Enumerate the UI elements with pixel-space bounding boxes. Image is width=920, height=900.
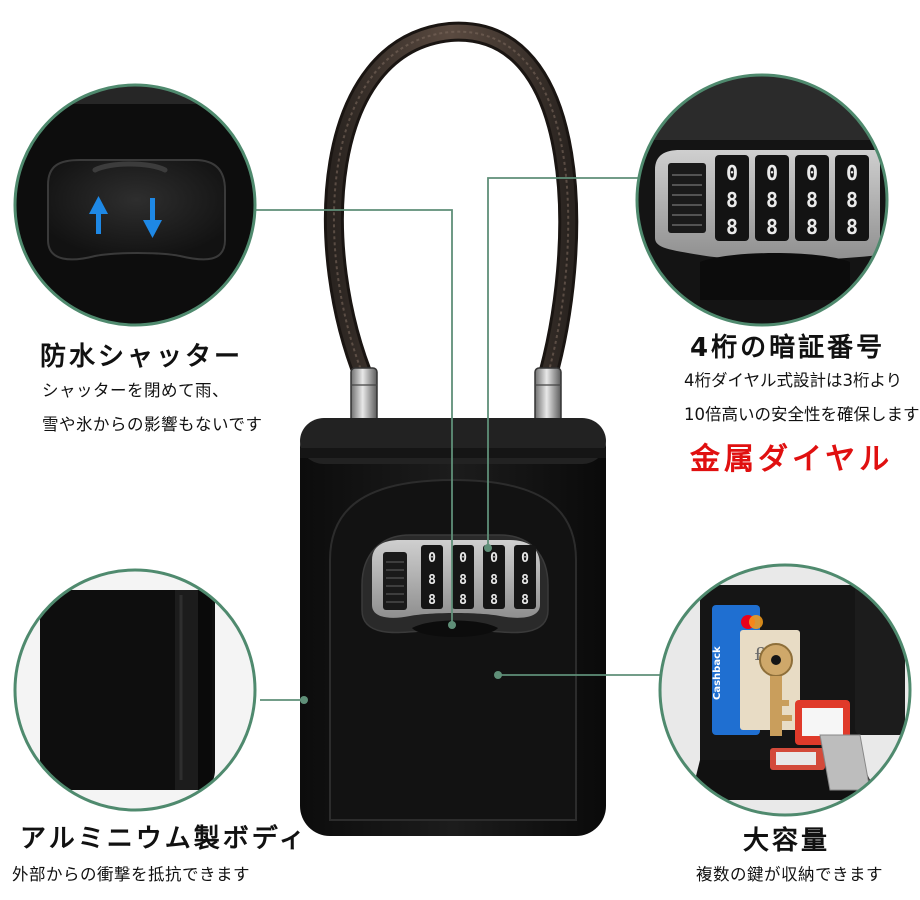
cable-shackle [323, 21, 579, 427]
dial-2-mid-digit: 8 [459, 573, 467, 588]
up-arrow-icon [89, 196, 108, 234]
dial-4-top-digit: 0 [521, 551, 529, 566]
zoom-dial-2-mid-digit: 8 [766, 188, 778, 212]
zoom-dial-2-bot-digit: 8 [766, 215, 778, 239]
dial-4-bot-digit: 8 [521, 593, 529, 608]
code-line-2: 10倍高いの安全性を確保します [684, 405, 920, 424]
waterproof-title: 防水シャッター [40, 342, 244, 372]
leader-lines [240, 177, 668, 704]
dial-1-top-digit: 0 [428, 551, 436, 566]
dial-3-top-digit: 0 [490, 551, 498, 566]
dial-1-mid-digit: 8 [428, 573, 436, 588]
code-title: 4桁の暗証番号 [690, 333, 886, 363]
zoom-circle-capacity: Cashback £ [658, 563, 912, 817]
zoom-dial-2-top-digit: 0 [766, 161, 778, 185]
waterproof-line-2: 雪や氷からの影響もないです [42, 415, 263, 434]
zoom-dial-1-top-digit: 0 [726, 161, 738, 185]
capacity-title: 大容量 [743, 826, 831, 856]
dial-3-bot-digit: 8 [490, 593, 498, 608]
capacity-line-1: 複数の鍵が収納できます [696, 865, 883, 884]
dial-3-mid-digit: 8 [490, 573, 498, 588]
dial-1-bot-digit: 8 [428, 593, 436, 608]
zoom-circle-dials: 0 8 8 0 8 8 0 8 8 0 8 8 [635, 73, 889, 327]
zoom-circle-shutter [13, 83, 257, 327]
zoom-dial-3-bot-digit: 8 [806, 215, 818, 239]
aluminum-title: アルミニウム製ボディ [20, 824, 308, 854]
zoom-dial-1-mid-digit: 8 [726, 188, 738, 212]
zoom-dial-1-bot-digit: 8 [726, 215, 738, 239]
zoom-dial-4-bot-digit: 8 [846, 215, 858, 239]
aluminum-line-1: 外部からの衝撃を抵抗できます [12, 865, 250, 884]
svg-text:£: £ [754, 644, 765, 665]
dial-2-bot-digit: 8 [459, 593, 467, 608]
zoom-dial-3-mid-digit: 8 [806, 188, 818, 212]
lockbox-body: 0 8 8 0 8 8 0 8 8 0 8 8 [300, 418, 606, 836]
code-line-1: 4桁ダイヤル式設計は3桁より [684, 371, 903, 390]
combination-dials-small: 0 8 8 0 8 8 0 8 8 0 8 8 [421, 545, 536, 609]
card-brand-text: Cashback [712, 646, 723, 700]
waterproof-line-1: シャッターを閉めて雨、 [42, 381, 229, 400]
zoom-circle-aluminum [13, 568, 257, 812]
metal-dial-label: 金属ダイヤル [690, 442, 894, 477]
down-arrow-icon [143, 198, 162, 238]
zoom-dial-4-top-digit: 0 [846, 161, 858, 185]
product-illustration: 0 8 8 0 8 8 0 8 8 0 8 8 [13, 21, 912, 836]
zoom-dial-4-mid-digit: 8 [846, 188, 858, 212]
dial-2-top-digit: 0 [459, 551, 467, 566]
zoom-dial-3-top-digit: 0 [806, 161, 818, 185]
key-icon [759, 643, 793, 736]
dial-4-mid-digit: 8 [521, 573, 529, 588]
